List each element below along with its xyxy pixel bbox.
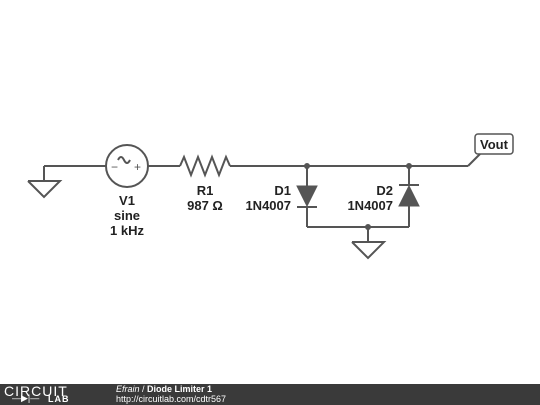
svg-text:+: + <box>134 160 141 174</box>
v1-type: sine <box>114 208 140 223</box>
vout-net-label: Vout <box>467 133 514 167</box>
logo-text-bottom: LAB <box>48 394 70 404</box>
diode-d2 <box>398 166 420 227</box>
d2-name: D2 <box>376 183 393 198</box>
circuit-schematic: − + Vout V1 sine 1 kHz R1 987 Ω D1 <box>27 133 514 260</box>
d2-part: 1N4007 <box>347 198 393 213</box>
d1-part: 1N4007 <box>245 198 291 213</box>
logo-text-top: CIRCUIT <box>4 383 68 399</box>
circuit-title[interactable]: Diode Limiter 1 <box>147 384 213 394</box>
footer-bar: CIRCUIT —▶|— LAB Efrain / Diode Limiter … <box>0 383 540 405</box>
diode-d1 <box>296 166 318 227</box>
resistor-r1 <box>179 154 231 178</box>
circuit-url[interactable]: http://circuitlab.com/cdtr567 <box>116 394 227 404</box>
vout-label: Vout <box>480 137 509 152</box>
ground-symbol-left <box>27 166 63 199</box>
d1-name: D1 <box>274 183 291 198</box>
v1-frequency: 1 kHz <box>110 223 144 238</box>
r1-name: R1 <box>197 183 214 198</box>
r1-value: 987 Ω <box>187 198 223 213</box>
v1-name: V1 <box>119 193 135 208</box>
circuitlab-logo[interactable]: CIRCUIT —▶|— LAB <box>4 383 104 405</box>
byline-separator: / <box>139 384 148 394</box>
circuit-byline: Efrain / Diode Limiter 1 <box>116 384 212 395</box>
sine-voltage-source-v1: − + <box>105 144 149 188</box>
ground-symbol-right <box>351 227 387 260</box>
logo-diode-icon: —▶|— <box>12 393 40 403</box>
svg-text:−: − <box>111 160 118 174</box>
author-link[interactable]: Efrain <box>116 384 140 394</box>
